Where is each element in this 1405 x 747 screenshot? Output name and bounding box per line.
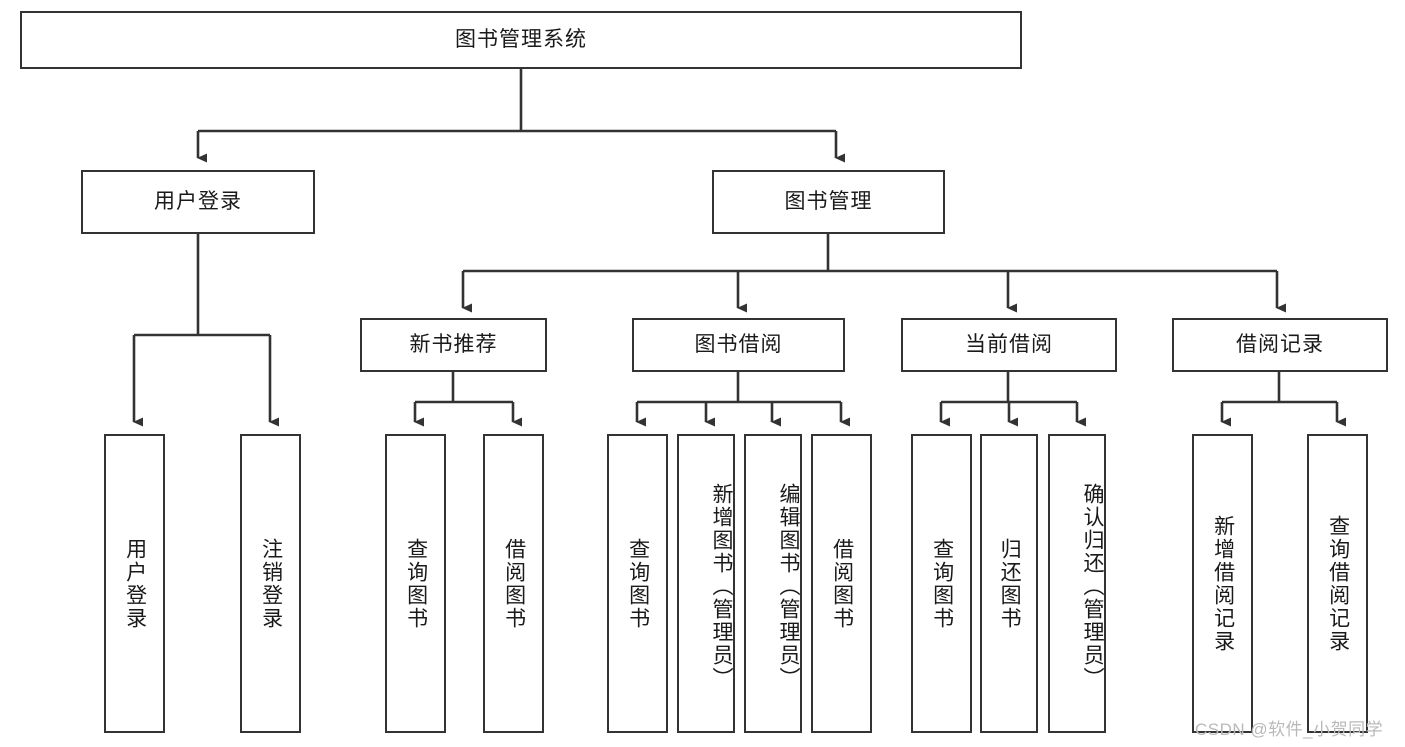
node-label: 查询借阅记录 bbox=[1326, 514, 1350, 653]
leaf-current-borrow-return[interactable]: 归还图书 bbox=[980, 434, 1038, 733]
node-book-borrow[interactable]: 图书借阅 bbox=[632, 318, 845, 372]
node-label: 借阅记录 bbox=[1236, 332, 1324, 356]
leaf-current-borrow-confirm-return[interactable]: 确认归还（管理员） bbox=[1048, 434, 1106, 733]
node-label: 用户登录 bbox=[123, 537, 147, 630]
node-label: 归还图书 bbox=[998, 537, 1022, 630]
node-new-book-recommend[interactable]: 新书推荐 bbox=[360, 318, 547, 372]
node-label: 新增借阅记录 bbox=[1211, 514, 1235, 653]
watermark-csdn: CSDN @软件_小贺同学 bbox=[1195, 715, 1383, 740]
leaf-user-login-login[interactable]: 用户登录 bbox=[104, 434, 165, 733]
leaf-book-borrow-query[interactable]: 查询图书 bbox=[607, 434, 668, 733]
leaf-book-borrow-borrow[interactable]: 借阅图书 bbox=[811, 434, 872, 733]
leaf-new-book-borrow[interactable]: 借阅图书 bbox=[483, 434, 544, 733]
node-label: 查询图书 bbox=[930, 537, 954, 630]
node-current-borrow[interactable]: 当前借阅 bbox=[901, 318, 1117, 372]
node-label: 当前借阅 bbox=[965, 332, 1053, 356]
node-label: 图书管理系统 bbox=[455, 27, 587, 51]
node-book-management[interactable]: 图书管理 bbox=[712, 170, 945, 234]
node-label: 注销登录 bbox=[259, 537, 283, 630]
node-root-system[interactable]: 图书管理系统 bbox=[20, 11, 1022, 69]
node-label: 确认归还（管理员） bbox=[1081, 483, 1104, 690]
node-label: 图书借阅 bbox=[694, 332, 783, 356]
node-borrow-record[interactable]: 借阅记录 bbox=[1172, 318, 1388, 372]
leaf-book-borrow-edit[interactable]: 编辑图书（管理员） bbox=[744, 434, 802, 733]
leaf-new-book-query[interactable]: 查询图书 bbox=[385, 434, 446, 733]
leaf-current-borrow-query[interactable]: 查询图书 bbox=[911, 434, 972, 733]
leaf-user-login-logout[interactable]: 注销登录 bbox=[240, 434, 301, 733]
watermark-text: CSDN @软件_小贺同学 bbox=[1195, 720, 1384, 739]
leaf-borrow-record-query[interactable]: 查询借阅记录 bbox=[1307, 434, 1368, 733]
leaf-book-borrow-add[interactable]: 新增图书（管理员） bbox=[677, 434, 735, 733]
node-label: 新增图书（管理员） bbox=[710, 483, 733, 690]
node-label: 新书推荐 bbox=[409, 332, 498, 356]
leaf-borrow-record-add[interactable]: 新增借阅记录 bbox=[1192, 434, 1253, 733]
node-label: 用户登录 bbox=[154, 189, 242, 213]
node-user-login[interactable]: 用户登录 bbox=[81, 170, 315, 234]
node-label: 图书管理 bbox=[784, 189, 873, 213]
node-label: 查询图书 bbox=[626, 537, 650, 630]
node-label: 借阅图书 bbox=[830, 537, 854, 630]
node-label: 借阅图书 bbox=[502, 537, 526, 630]
node-label: 查询图书 bbox=[404, 537, 428, 630]
node-label: 编辑图书（管理员） bbox=[777, 483, 800, 690]
